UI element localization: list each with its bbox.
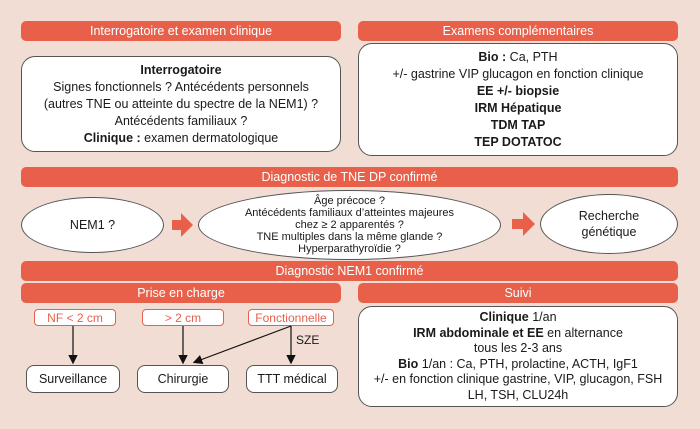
suivi-irm: IRM abdominale et EE en alternance bbox=[413, 326, 623, 342]
bio-label: Bio : bbox=[478, 49, 507, 64]
suivi-clinique-label: Clinique bbox=[479, 310, 529, 324]
leaf-chirurgie: Chirurgie bbox=[137, 365, 229, 393]
irm-hepatique: IRM Hépatique bbox=[474, 100, 562, 115]
suivi-irm-text: en alternance bbox=[543, 325, 623, 340]
arrow-fonct-chirurgie bbox=[192, 325, 292, 364]
bio-line: Bio : Ca, PTH bbox=[478, 49, 557, 66]
criterion-age: Âge précoce ? bbox=[314, 195, 385, 207]
header-interrogatoire: Interrogatoire et examen clinique bbox=[21, 21, 341, 41]
tep-dotatoc: TEP DOTATOC bbox=[474, 134, 562, 149]
suivi-irm-label: IRM abdominale et EE bbox=[413, 325, 544, 340]
suivi-bio: Bio 1/an : Ca, PTH, prolactine, ACTH, Ig… bbox=[398, 357, 638, 373]
header-prise: Prise en charge bbox=[21, 283, 341, 303]
bio-text: Ca, PTH bbox=[506, 49, 558, 64]
recherche-ellipse: Recherche génétique bbox=[540, 194, 678, 254]
tdm-tap: TDM TAP bbox=[490, 117, 546, 132]
leaf-ttt: TTT médical bbox=[246, 365, 338, 393]
gastrine-line: +/- gastrine VIP glucagon en fonction cl… bbox=[392, 66, 644, 81]
interrogatoire-title: Interrogatoire bbox=[140, 62, 222, 77]
criteria-ellipse: Âge précoce ? Antécédents familiaux d’at… bbox=[198, 190, 501, 260]
criterion-tne-multiples: TNE multiples dans la même glande ? bbox=[256, 231, 443, 243]
nem1-ellipse: NEM1 ? bbox=[21, 197, 164, 253]
clinique-text: examen dermatologique bbox=[140, 130, 279, 145]
orange-arrow-1 bbox=[172, 213, 193, 237]
clinique-line: Clinique : examen dermatologique bbox=[84, 130, 279, 147]
suivi-bio-text: 1/an : Ca, PTH, prolactine, ACTH, IgF1 bbox=[418, 356, 638, 371]
header-diag-nem1: Diagnostic NEM1 confirmé bbox=[21, 261, 678, 281]
orange-arrow-2 bbox=[512, 212, 535, 236]
header-diag-tne: Diagnostic de TNE DP confirmé bbox=[21, 167, 678, 187]
suivi-bio-label: Bio bbox=[398, 356, 419, 371]
suivi-line5: +/- en fonction clinique gastrine, VIP, … bbox=[373, 372, 663, 386]
recherche-label1: Recherche bbox=[578, 209, 640, 223]
header-examens: Examens complémentaires bbox=[358, 21, 678, 41]
recherche-label2: génétique bbox=[581, 225, 637, 239]
nem1-label: NEM1 ? bbox=[69, 218, 116, 232]
tag-gt2: > 2 cm bbox=[142, 309, 224, 326]
ee-biopsie: EE +/- biopsie bbox=[476, 83, 560, 98]
suivi-clinique: Clinique 1/an bbox=[479, 310, 556, 326]
criterion-hyperpara: Hyperparathyroïdie ? bbox=[298, 243, 401, 255]
clinique-label: Clinique : bbox=[83, 130, 141, 145]
criterion-apparentes: chez ≥ 2 apparentés ? bbox=[295, 219, 404, 231]
interrogatoire-line1: Signes fonctionnels ? Antécédents person… bbox=[53, 79, 309, 94]
interrogatoire-line2: (autres TNE ou atteinte du spectre de la… bbox=[43, 96, 319, 111]
tag-nf-lt2: NF < 2 cm bbox=[34, 309, 116, 326]
suivi-clinique-text: 1/an bbox=[528, 310, 557, 324]
leaf-surveillance: Surveillance bbox=[26, 365, 120, 393]
interrogatoire-line3: Antécédents familiaux ? bbox=[114, 113, 248, 128]
criterion-familiaux: Antécédents familiaux d’atteintes majeur… bbox=[244, 207, 455, 219]
header-suivi: Suivi bbox=[358, 283, 678, 303]
interrogatoire-box: Interrogatoire Signes fonctionnels ? Ant… bbox=[21, 56, 341, 152]
examens-box: Bio : Ca, PTH +/- gastrine VIP glucagon … bbox=[358, 43, 678, 156]
suivi-box: Clinique 1/an IRM abdominale et EE en al… bbox=[358, 306, 678, 407]
tag-fonctionnelle: Fonctionnelle bbox=[248, 309, 334, 326]
suivi-frequence: tous les 2-3 ans bbox=[473, 341, 563, 355]
suivi-line6: LH, TSH, CLU24h bbox=[467, 387, 569, 402]
sze-label: SZE bbox=[296, 333, 320, 347]
